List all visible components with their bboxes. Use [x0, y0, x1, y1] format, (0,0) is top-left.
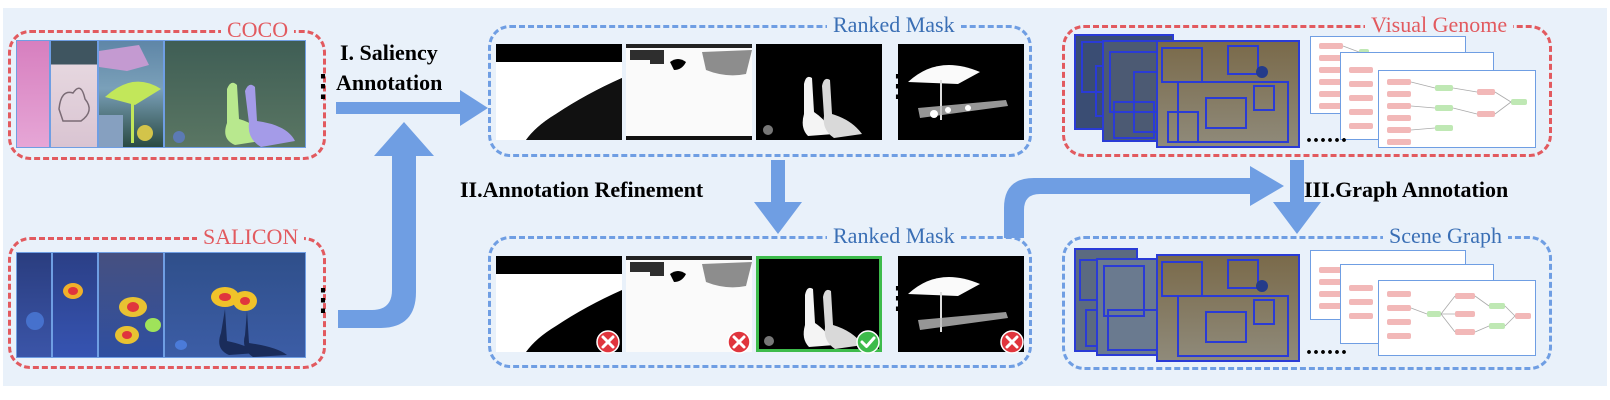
- step-saliency-annotation-line2: Annotation: [336, 70, 443, 95]
- sg-more-dots: ......: [1306, 334, 1348, 360]
- salicon-panel: SALICON: [8, 224, 326, 369]
- scene-graph-panel: Scene Graph: [1062, 223, 1552, 370]
- ranked-mask-bottom-title: Ranked Mask: [827, 223, 961, 249]
- step-saliency-annotation-line1: I. Saliency: [340, 40, 438, 65]
- coco-more-dots: ⋮: [308, 70, 338, 103]
- reject-icon: [727, 330, 751, 354]
- vg-image-front: [1156, 40, 1300, 148]
- vg-graph-front: [1378, 70, 1536, 148]
- scene-graph-title: Scene Graph: [1383, 223, 1509, 249]
- coco-thumb-4: [164, 40, 306, 148]
- sg-image-mid: [1096, 258, 1162, 356]
- visual-genome-panel: Visual Genome: [1062, 12, 1552, 157]
- salicon-thumb-2: [52, 252, 98, 358]
- visual-genome-title: Visual Genome: [1365, 12, 1514, 38]
- mask-top-4: [898, 44, 1024, 140]
- coco-thumb-1: [16, 40, 50, 148]
- salicon-thumb-4: [164, 252, 306, 358]
- salicon-title: SALICON: [197, 224, 305, 250]
- accept-check-icon: [856, 330, 880, 354]
- ranked-mask-top-title: Ranked Mask: [827, 12, 961, 38]
- coco-thumb-2: [50, 40, 98, 148]
- salicon-more-dots: ⋮: [308, 284, 338, 317]
- step-annotation-refinement: II.Annotation Refinement: [460, 177, 704, 202]
- reject-icon: [596, 330, 620, 354]
- mask-bottom-3-selected: [756, 256, 882, 352]
- arrow-vg-to-scenegraph: [1273, 160, 1321, 234]
- arrow-refinement-down: [754, 160, 802, 234]
- step-graph-annotation: III.Graph Annotation: [1304, 177, 1509, 202]
- sg-image-front: [1156, 254, 1300, 362]
- mask-top-1: [496, 44, 622, 140]
- mask-top-2: [626, 44, 752, 140]
- salicon-thumb-1: [16, 252, 52, 358]
- arrow-salicon-up: [338, 122, 434, 328]
- coco-panel: COCO: [8, 17, 326, 160]
- vg-more-dots: ......: [1306, 122, 1348, 148]
- coco-thumb-3: [98, 40, 164, 148]
- reject-icon: [1000, 330, 1024, 354]
- arrow-coco-to-ranked: [336, 90, 488, 126]
- salicon-thumb-3: [98, 252, 164, 358]
- mask-top-3: [756, 44, 882, 140]
- ranked-mask-bottom-panel: Ranked Mask: [488, 223, 1032, 368]
- ranked-mask-top-panel: Ranked Mask: [488, 12, 1032, 157]
- sg-graph-front: [1378, 280, 1536, 356]
- coco-title: COCO: [221, 17, 295, 43]
- arrow-to-graph-annotation: [1004, 166, 1284, 238]
